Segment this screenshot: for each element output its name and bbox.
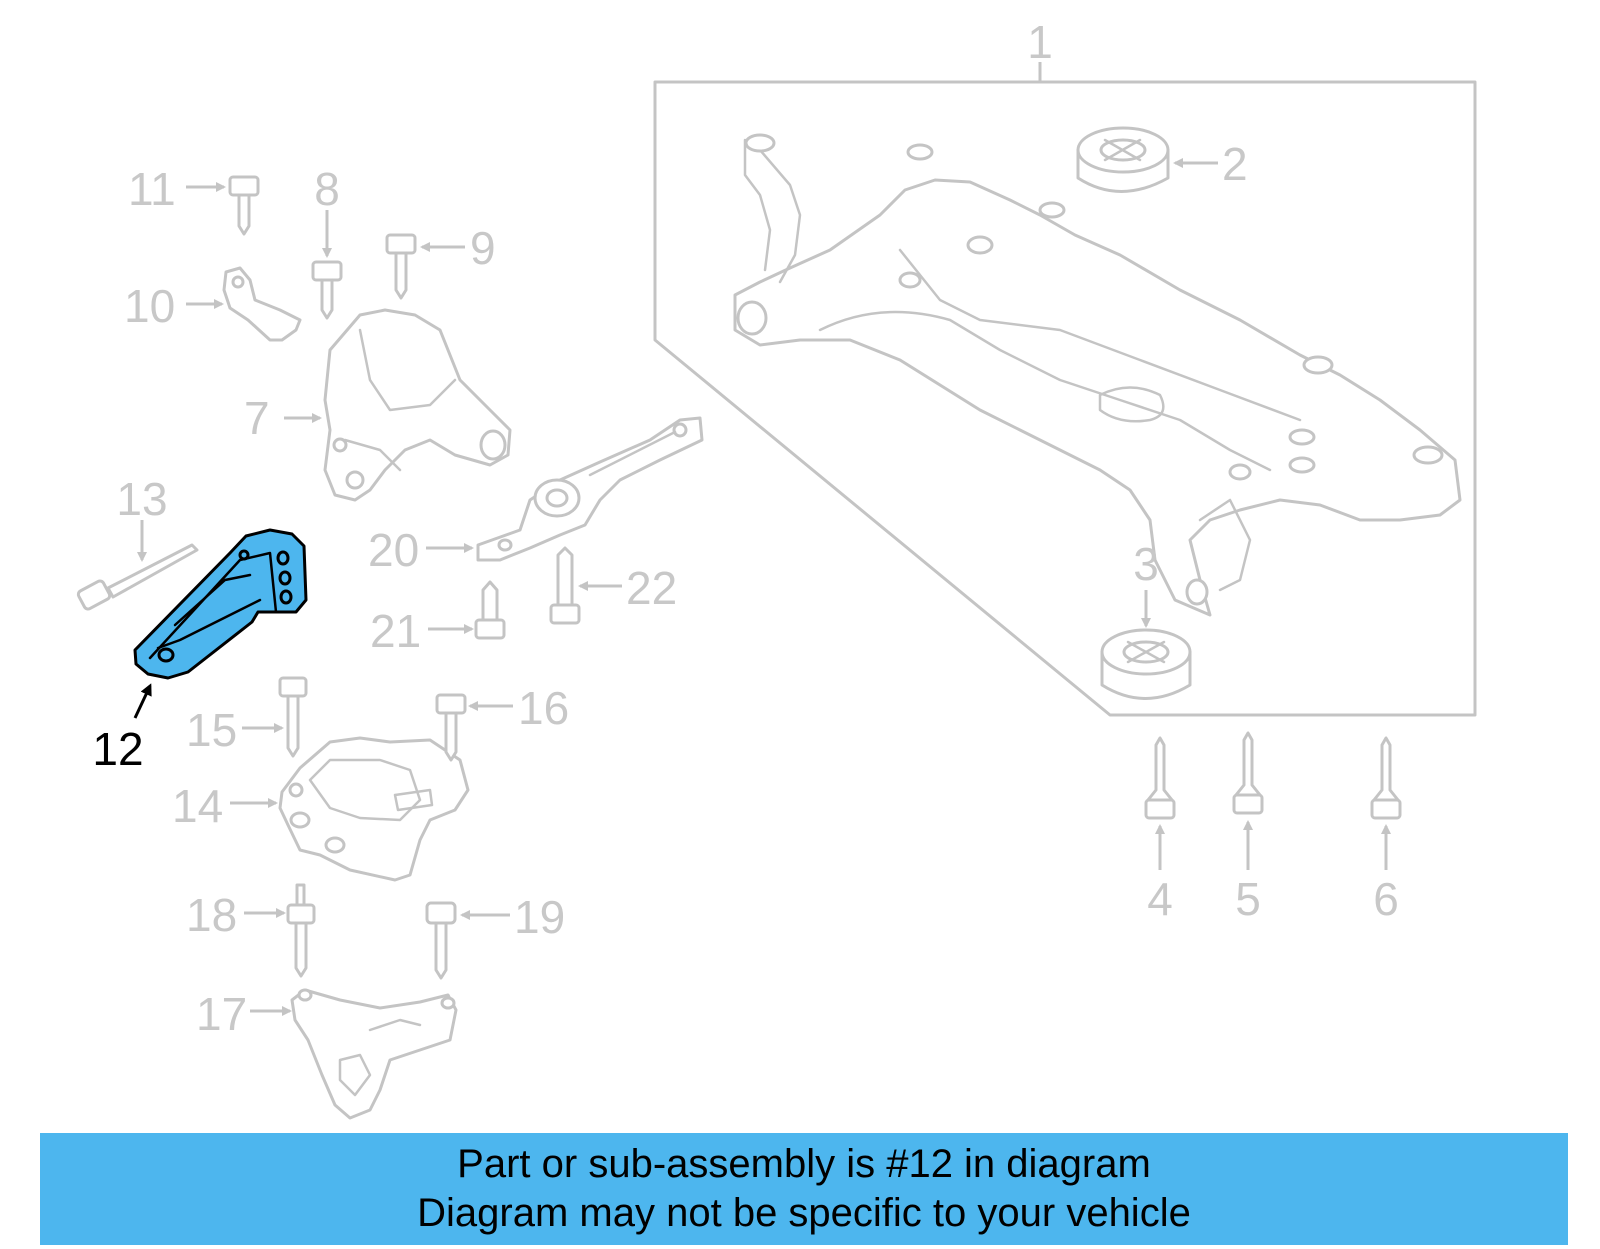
bolt-15[interactable] [278,676,308,758]
subframe-assembly[interactable] [653,62,1477,717]
label-2: 2 [1222,138,1248,190]
bolt-8[interactable] [311,260,343,320]
banner-line-2: Diagram may not be specific to your vehi… [417,1191,1191,1235]
label-8: 8 [314,163,340,215]
highlighted-part-12[interactable] [133,528,308,680]
bolt-21[interactable] [474,580,506,640]
label-16: 16 [518,682,569,734]
bolt-13[interactable] [76,543,199,611]
bracket-17[interactable] [290,988,458,1120]
bushing-lower[interactable] [1100,628,1192,700]
label-13: 13 [116,473,167,525]
bolt-9[interactable] [385,233,417,300]
bolt-5[interactable] [1232,731,1264,815]
label-19: 19 [514,891,565,943]
banner-line-1: Part or sub-assembly is #12 in diagram [457,1142,1151,1186]
label-10: 10 [124,280,175,332]
label-1: 1 [1027,16,1053,68]
stud-18[interactable] [286,883,316,978]
label-6: 6 [1373,873,1399,925]
bolt-11[interactable] [228,175,260,236]
label-21: 21 [370,605,421,657]
bushing-upper[interactable] [1076,126,1170,193]
label-14: 14 [172,780,223,832]
bolt-16[interactable] [435,693,467,762]
label-7: 7 [244,392,270,444]
label-5: 5 [1235,873,1261,925]
label-4: 4 [1147,873,1173,925]
bolt-4[interactable] [1144,736,1176,820]
torque-rod[interactable] [476,416,704,562]
label-11: 11 [128,163,176,215]
engine-mount[interactable] [323,308,512,502]
label-17: 17 [196,988,247,1040]
label-20: 20 [368,524,419,576]
bolt-22[interactable] [549,546,581,625]
label-18: 18 [186,889,237,941]
label-3: 3 [1133,538,1159,590]
bracket-10[interactable] [222,266,302,342]
label-22: 22 [626,562,677,614]
info-banner: Part or sub-assembly is #12 in diagram D… [40,1133,1568,1245]
transmission-mount[interactable] [278,736,470,882]
bolt-6[interactable] [1370,736,1402,820]
bolt-19[interactable] [425,901,457,980]
label-9: 9 [470,222,496,274]
label-15: 15 [186,704,237,756]
label-12: 12 [92,723,143,775]
